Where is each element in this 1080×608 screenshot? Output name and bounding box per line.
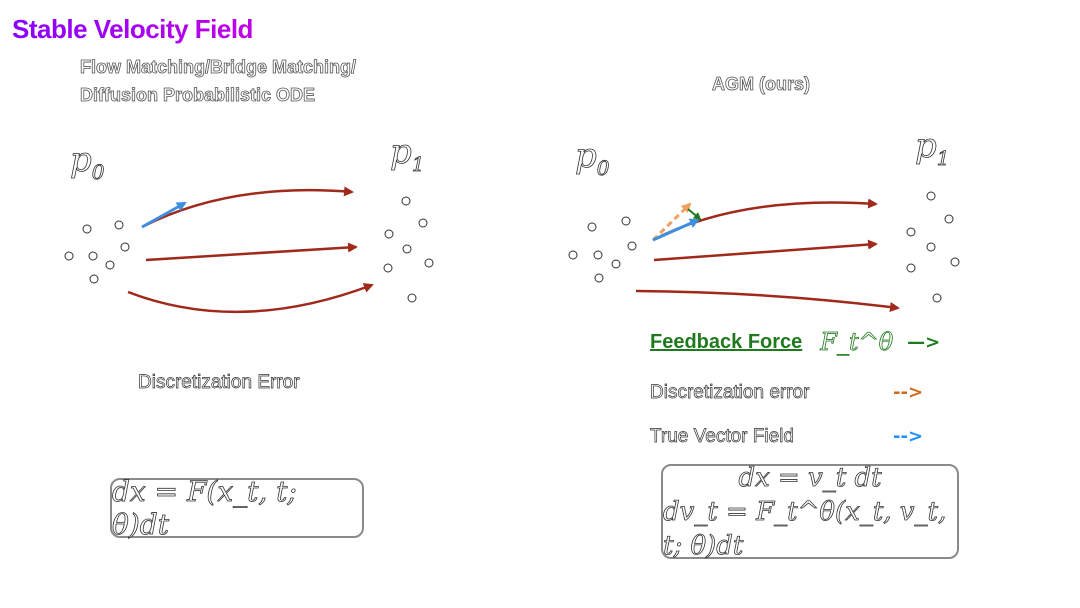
right-discretization-arrow	[651, 202, 692, 242]
legend-feedback-label: Feedback Force	[650, 330, 803, 353]
legend-true-field: True Vector Field	[650, 426, 795, 448]
point	[944, 214, 954, 224]
point	[418, 218, 428, 228]
point	[383, 263, 393, 273]
point	[114, 220, 124, 230]
left-formula: dx = F(x_t, t; θ)dt	[112, 475, 298, 542]
right-p0-label: p0	[575, 136, 610, 181]
point	[587, 222, 597, 232]
point	[82, 224, 92, 234]
point	[906, 227, 916, 237]
left-target-points	[383, 196, 434, 303]
point	[932, 293, 942, 303]
left-trajectory-middle	[145, 242, 358, 262]
point	[950, 257, 960, 267]
legend-feedback: Feedback Force F_t^θ —>	[650, 328, 941, 357]
right-formula-box: dx = v_t dt dv_t = F_t^θ(x_t, v_t, t; θ)…	[661, 462, 959, 561]
point	[926, 242, 936, 252]
right-formula-line1: dx = v_t dt	[738, 462, 882, 493]
left-heading-line1: Flow Matching/Bridge Matching/	[80, 57, 357, 78]
point	[64, 251, 74, 261]
right-feedback-arrow	[687, 208, 702, 221]
point	[568, 250, 578, 260]
left-caption: Discretization Error	[138, 372, 300, 394]
point	[88, 251, 98, 261]
left-heading-line2: Diffusion Probabilistic ODE	[80, 85, 316, 106]
point	[120, 242, 130, 252]
point	[89, 274, 99, 284]
point	[593, 250, 603, 260]
legend-discretization-label: Discretization error	[650, 382, 810, 404]
legend-discretization: Discretization error	[650, 382, 810, 404]
left-p1-label: p1	[390, 132, 425, 177]
right-source-points	[568, 216, 637, 283]
point	[105, 260, 115, 270]
point	[384, 229, 394, 239]
point	[594, 273, 604, 283]
point	[402, 244, 412, 254]
point	[627, 241, 637, 251]
right-heading: AGM (ours)	[712, 74, 811, 95]
legend-feedback-arrow-icon: —>	[907, 331, 941, 353]
right-trajectory-bottom	[635, 289, 900, 312]
point	[611, 259, 621, 269]
point	[621, 216, 631, 226]
point	[906, 263, 916, 273]
legend-feedback-symbol: F_t^θ	[820, 328, 894, 357]
point	[407, 293, 417, 303]
point	[926, 191, 936, 201]
left-trajectory-bottom	[127, 283, 374, 314]
right-formula-line2: dv_t = F_t^θ(x_t, v_t, t; θ)dt	[663, 496, 947, 561]
right-trajectory-top	[652, 198, 878, 242]
left-formula-box: dx = F(x_t, t; θ)dt	[110, 475, 364, 542]
right-true-field-arrow	[652, 218, 700, 242]
left-p0-label: p0	[70, 140, 105, 185]
left-true-field-arrow	[141, 201, 187, 229]
legend-true-field-arrow-icon: -->	[893, 426, 924, 447]
point	[401, 196, 411, 206]
left-source-points	[64, 220, 130, 284]
slide-title: Stable Velocity Field	[12, 14, 253, 44]
legend-true-field-label: True Vector Field	[650, 426, 795, 448]
point	[424, 258, 434, 268]
right-p1-label: p1	[915, 126, 950, 171]
left-trajectory-top	[141, 186, 354, 229]
legend-discretization-arrow-icon: -->	[893, 382, 924, 403]
right-trajectory-middle	[653, 239, 878, 262]
right-target-points	[906, 191, 960, 303]
